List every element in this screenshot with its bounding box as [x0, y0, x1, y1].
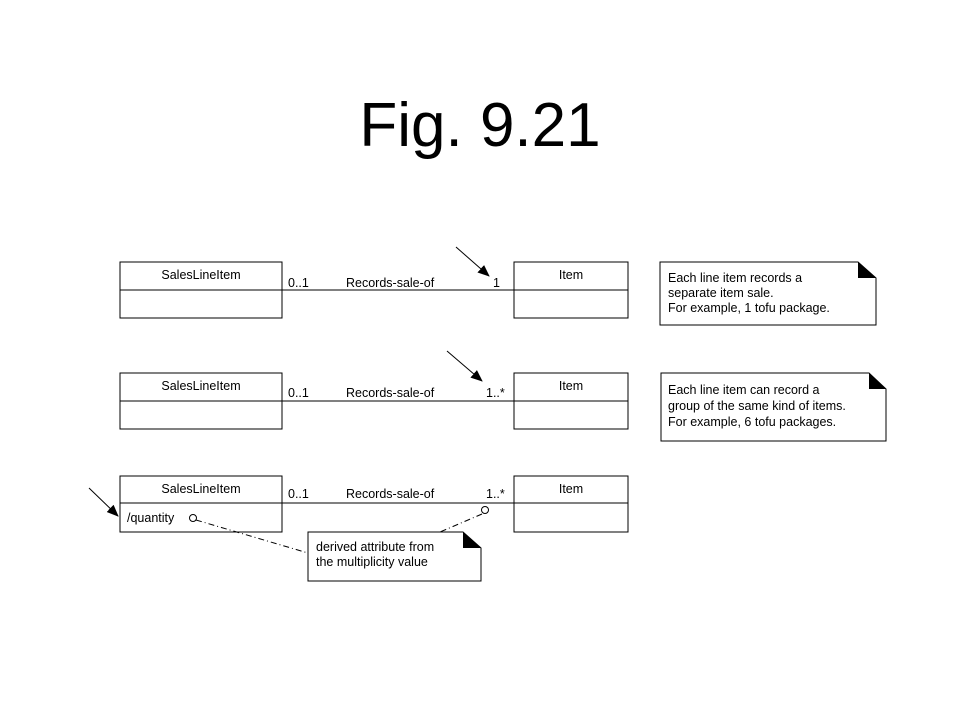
row-3: SalesLineItem /quantity Item 0..1 Record…	[88, 475, 629, 582]
class-box-item: Item	[513, 372, 629, 430]
class-name: Item	[559, 268, 583, 282]
pointer-arrow	[455, 246, 490, 277]
association-name: Records-sale-of	[346, 386, 435, 400]
note-line: separate item sale.	[668, 286, 774, 300]
class-box-saleslineitem: SalesLineItem	[119, 372, 283, 430]
note-line: group of the same kind of items.	[668, 399, 846, 413]
note-box: Each line item records a separate item s…	[659, 261, 877, 326]
class-name: Item	[559, 379, 583, 393]
class-name: SalesLineItem	[161, 482, 240, 496]
derived-attribute: /quantity	[127, 511, 175, 525]
note-line: derived attribute from	[316, 540, 434, 554]
right-multiplicity: 1..*	[486, 386, 505, 400]
left-multiplicity: 0..1	[288, 386, 309, 400]
note-anchor-line	[439, 513, 483, 533]
row-2: SalesLineItem Item 0..1 Records-sale-of …	[119, 350, 887, 442]
row-1: SalesLineItem Item 0..1 Records-sale-of …	[119, 246, 877, 326]
class-name: SalesLineItem	[161, 268, 240, 282]
note-line: the multiplicity value	[316, 555, 428, 569]
class-box-item: Item	[513, 261, 629, 319]
slide-title: Fig. 9.21	[359, 91, 601, 160]
note-box: derived attribute from the multiplicity …	[307, 531, 482, 582]
association-name: Records-sale-of	[346, 487, 435, 501]
anchor-circle	[189, 514, 197, 522]
class-name: Item	[559, 482, 583, 496]
note-line: For example, 1 tofu package.	[668, 301, 830, 315]
pointer-arrow	[446, 350, 483, 382]
note-line: Each line item can record a	[668, 383, 820, 397]
note-line: Each line item records a	[668, 271, 802, 285]
class-box-item: Item	[513, 475, 629, 533]
pointer-arrow	[88, 487, 119, 517]
class-box-saleslineitem: SalesLineItem	[119, 261, 283, 319]
class-name: SalesLineItem	[161, 379, 240, 393]
note-line: For example, 6 tofu packages.	[668, 415, 836, 429]
class-box-saleslineitem: SalesLineItem /quantity	[119, 475, 283, 533]
left-multiplicity: 0..1	[288, 487, 309, 501]
right-multiplicity: 1..*	[486, 487, 505, 501]
left-multiplicity: 0..1	[288, 276, 309, 290]
anchor-circle	[481, 506, 489, 514]
right-multiplicity: 1	[493, 276, 500, 290]
note-box: Each line item can record a group of the…	[660, 372, 887, 442]
association-name: Records-sale-of	[346, 276, 435, 290]
